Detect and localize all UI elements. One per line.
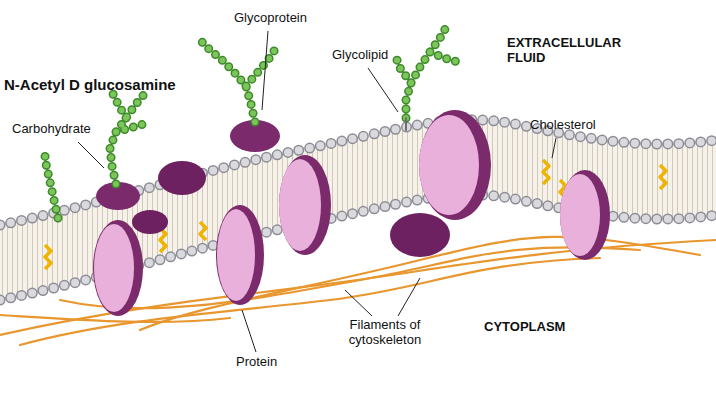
- part-label: Cholesterol: [528, 118, 598, 133]
- protein: [390, 213, 450, 257]
- leader-line: [345, 290, 372, 316]
- sugar-chain: [44, 148, 58, 218]
- glycolipid-stalk: [405, 118, 407, 130]
- part-label: Glycoprotein: [232, 11, 309, 26]
- sugar-chain: [44, 24, 458, 218]
- sugar-chain-fill: [44, 24, 458, 218]
- part-label: CYTOPLASM: [482, 320, 567, 335]
- leader-line: [552, 138, 556, 158]
- protein: [94, 224, 134, 312]
- leader-line: [398, 278, 420, 316]
- carbohydrate-chains: [44, 24, 458, 218]
- protein: [279, 155, 331, 255]
- sugar-chain: [110, 92, 146, 184]
- sugar-chain: [394, 24, 458, 118]
- protein: [216, 205, 264, 305]
- protein: [560, 170, 610, 260]
- cholesterol-molecule: [45, 245, 51, 269]
- protein: [419, 115, 479, 215]
- peripheral-proteins: [96, 120, 450, 257]
- protein: [93, 220, 143, 316]
- integral-proteins: [93, 110, 610, 316]
- cholesterol-molecule: [543, 160, 549, 184]
- protein: [419, 110, 491, 220]
- protein: [158, 161, 206, 195]
- protein: [279, 159, 321, 251]
- protein: [132, 210, 168, 234]
- sugar-chain: [44, 148, 58, 218]
- sugar-chain: [394, 24, 458, 118]
- part-label: Protein: [234, 355, 279, 370]
- leader-line: [242, 310, 256, 352]
- part-label: Filaments of cytoskeleton: [328, 318, 442, 348]
- cholesterol-molecule: [160, 228, 166, 252]
- part-label: N-Acetyl D glucosamine: [2, 76, 178, 93]
- filament: [0, 315, 230, 322]
- cholesterol-molecule: [200, 222, 206, 240]
- part-label: EXTRACELLULAR FLUID: [505, 36, 634, 66]
- cholesterol-molecule: [660, 165, 666, 189]
- sugar-chain: [110, 92, 146, 184]
- part-label: Glycolipid: [330, 48, 390, 63]
- protein: [217, 209, 255, 301]
- protein: [560, 174, 600, 256]
- leader-line: [368, 68, 398, 112]
- part-label: Carbohydrate: [10, 122, 93, 137]
- leader-line: [262, 31, 268, 110]
- leader-line: [78, 142, 104, 168]
